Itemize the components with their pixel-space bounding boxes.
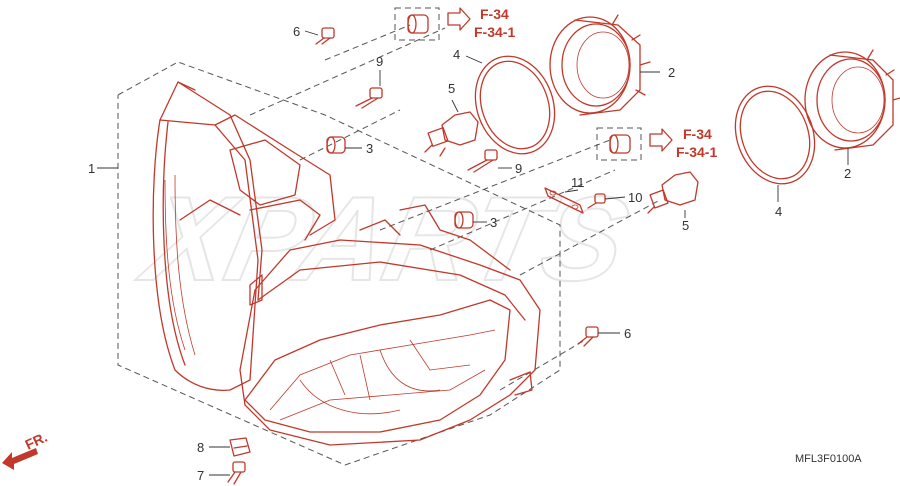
screw-9-mid <box>467 149 498 173</box>
callout-9-mid: 9 <box>515 161 522 176</box>
callout-11: 11 <box>571 175 585 190</box>
reference-arrow-top-icon <box>447 7 471 31</box>
headlight-lens-unit <box>239 239 541 446</box>
band-11 <box>544 187 584 214</box>
callout-8: 8 <box>197 440 204 455</box>
callout-3-top: 3 <box>366 141 373 156</box>
reference-labels: F-34 F-34-1 F-34 F-34-1 <box>474 6 717 160</box>
reference-top-line2: F-34-1 <box>474 24 515 40</box>
callout-4-top: 4 <box>453 47 460 62</box>
callout-9-top: 9 <box>376 54 383 69</box>
assembly-boundary <box>117 24 661 466</box>
svg-text:XPARTS: XPARTS <box>129 171 639 305</box>
callout-6-bottom: 6 <box>624 326 631 341</box>
callout-10: 10 <box>628 190 642 205</box>
socket-cover-right <box>804 49 900 151</box>
callout-5-top: 5 <box>448 81 455 96</box>
clip-8 <box>229 437 251 457</box>
screw-7 <box>227 461 246 485</box>
grommet-reference-mid <box>596 127 642 161</box>
callout-2-top: 2 <box>668 65 675 80</box>
screw-6-top <box>315 27 335 45</box>
headlight-housing <box>152 81 511 391</box>
watermark-logo: XPARTS <box>128 170 640 306</box>
callout-5-right: 5 <box>682 218 689 233</box>
reference-top-line1: F-34 <box>480 6 509 22</box>
callout-7: 7 <box>197 468 204 483</box>
grommet-bottom <box>454 211 474 229</box>
callout-2-right: 2 <box>844 166 851 181</box>
reference-mid-line1: F-34 <box>683 126 712 142</box>
bulb-top <box>424 111 479 157</box>
seal-ring-right <box>734 85 816 185</box>
screw-9-top <box>355 87 383 109</box>
diagram-code: MFL3F0100A <box>795 453 862 465</box>
grommet-top <box>326 136 346 154</box>
front-direction-arrow-icon <box>2 448 38 470</box>
screw-10 <box>587 193 606 209</box>
callout-3-bottom: 3 <box>490 215 497 230</box>
callout-6-top: 6 <box>293 24 300 39</box>
reference-arrow-mid-icon <box>649 128 673 152</box>
front-marker-label: FR. <box>23 429 50 453</box>
reference-mid-line2: F-34-1 <box>676 144 717 160</box>
screw-6-bottom <box>577 326 599 347</box>
callout-4-right: 4 <box>775 204 782 219</box>
leader-lines <box>97 30 849 476</box>
bulb-right <box>647 171 699 214</box>
grommet-reference-top <box>394 7 440 41</box>
seal-ring-top <box>474 55 556 155</box>
socket-cover-top <box>549 14 651 116</box>
callout-labels: 1 2 2 3 3 4 4 5 5 6 6 7 8 9 9 10 11 <box>88 24 851 483</box>
callout-1: 1 <box>88 161 95 176</box>
